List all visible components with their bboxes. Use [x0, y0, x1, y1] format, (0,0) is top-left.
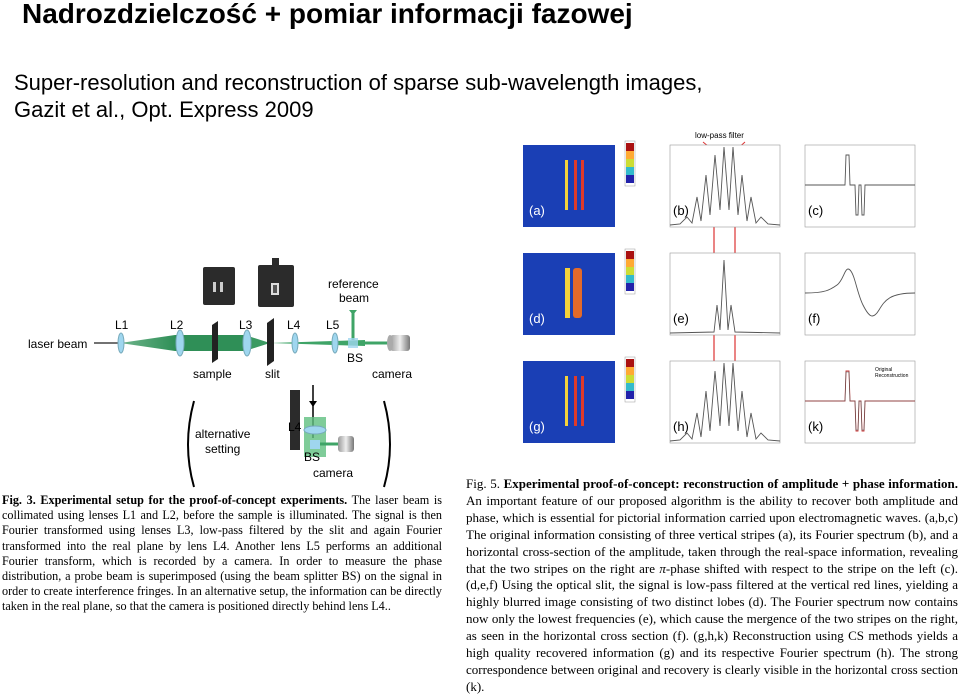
beam-splitter	[348, 338, 358, 348]
fig5-caption: Fig. 5. Experimental proof-of-concept: r…	[466, 476, 958, 696]
lens-l4	[291, 332, 299, 354]
fig3-label: Fig. 3.	[2, 493, 36, 507]
panel-e: (e)	[669, 252, 781, 336]
beam-expanding	[120, 335, 175, 351]
label-slit: slit	[265, 367, 280, 381]
setup-diagram: laser beam L1 L2 L3 L4 L5 reference beam…	[28, 258, 412, 488]
label-alternative-1: alternative	[195, 427, 251, 441]
fig5-text-1: An important feature of our proposed alg…	[466, 492, 958, 576]
label-alt-camera: camera	[313, 466, 353, 480]
label-alt-l4: L4	[288, 420, 302, 434]
panel-d: (d)	[523, 248, 636, 335]
panel-a: (a)	[523, 140, 636, 227]
fig5-pi: π	[659, 560, 666, 576]
lens-l5	[331, 332, 339, 354]
label-l1: L1	[115, 318, 129, 332]
panel-c-label: (c)	[808, 203, 823, 218]
lens-l3	[242, 329, 252, 357]
lens-l1	[117, 332, 125, 354]
subtitle-line-2: Gazit et al., Opt. Express 2009	[14, 97, 314, 122]
label-l4: L4	[287, 318, 301, 332]
label-l5: L5	[326, 318, 340, 332]
legend-original: Original	[875, 367, 892, 373]
beam-collimated	[175, 335, 245, 351]
panel-e-label: (e)	[673, 311, 689, 326]
panel-b-label: (b)	[673, 203, 689, 218]
label-laser-beam: laser beam	[28, 337, 87, 351]
label-l2: L2	[170, 318, 184, 332]
subtitle-line-1: Super-resolution and reconstruction of s…	[14, 70, 703, 95]
slit-plate	[267, 318, 274, 366]
panel-a-label: (a)	[529, 203, 545, 218]
fig3-caption: Fig. 3. Experimental setup for the proof…	[2, 493, 442, 615]
fig5-bold: Experimental proof-of-concept: reconstru…	[503, 476, 958, 491]
fig5-text-2: -phase shifted with respect to the strip…	[466, 560, 959, 694]
legend-reconstructed: Reconstruction	[875, 373, 909, 379]
lens-l2	[175, 329, 185, 357]
panel-f-label: (f)	[808, 311, 820, 326]
alt-camera-icon	[338, 436, 354, 452]
panel-b: (b)	[669, 144, 781, 228]
fig3-text: The laser beam is collimated using lense…	[2, 493, 442, 614]
sample-plate	[212, 321, 218, 363]
sample-inset	[203, 267, 235, 305]
camera-icon	[387, 335, 410, 351]
panel-g: (g)	[523, 356, 636, 443]
slide-subtitle: Super-resolution and reconstruction of s…	[14, 69, 703, 123]
label-l3: L3	[239, 318, 253, 332]
fig5-label: Fig. 5.	[466, 476, 500, 491]
label-reference-1: reference	[328, 277, 379, 291]
label-lowpass: low-pass filter	[695, 131, 744, 140]
alt-slit	[290, 390, 300, 450]
figure5-panels: low-pass filter (a) (d) (g) (b)	[523, 131, 916, 444]
label-bs: BS	[347, 351, 363, 365]
beam-focused	[270, 340, 365, 346]
label-reference-2: beam	[339, 291, 369, 305]
label-alt-bs: BS	[304, 450, 320, 464]
panel-f: (f)	[804, 252, 916, 336]
panel-d-label: (d)	[529, 311, 545, 326]
fig3-bold: Experimental setup for the proof-of-conc…	[40, 493, 348, 507]
panel-c: (c)	[804, 144, 916, 228]
panel-h-label: (h)	[673, 419, 689, 434]
panel-h: (h)	[669, 360, 781, 444]
label-sample: sample	[193, 367, 232, 381]
label-camera: camera	[372, 367, 412, 381]
label-alternative-2: setting	[205, 442, 240, 456]
panel-k: Original Reconstruction (k)	[804, 360, 916, 444]
panel-g-label: (g)	[529, 419, 545, 434]
panel-k-label: (k)	[808, 419, 823, 434]
slide-title: Nadrozdzielczość + pomiar informacji faz…	[22, 0, 633, 29]
